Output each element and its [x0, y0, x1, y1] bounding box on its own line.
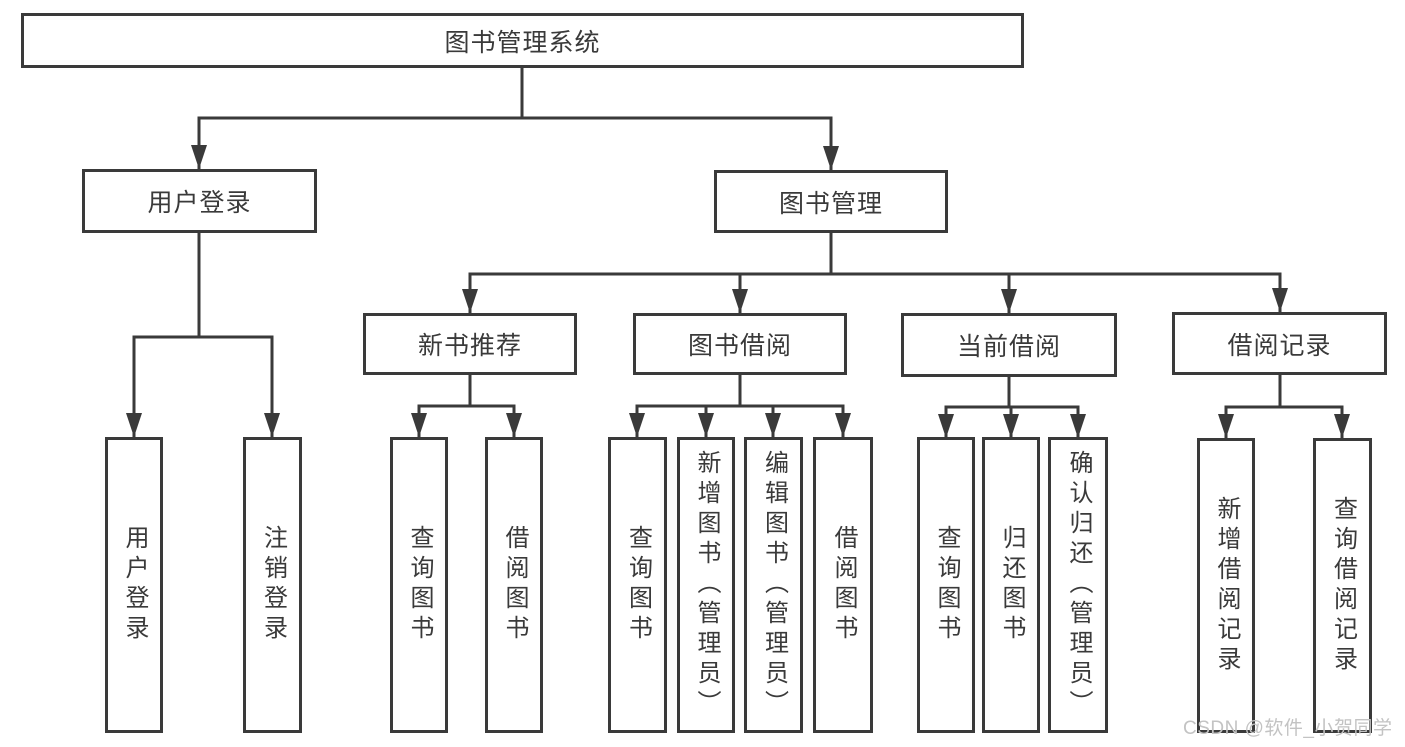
arrow-down-icon [835, 413, 851, 437]
arrow-down-icon [1001, 289, 1017, 313]
leaf-current-query-books: 查询图书 [917, 437, 975, 733]
arrow-down-icon [506, 413, 522, 437]
node-root-library-system: 图书管理系统 [21, 13, 1024, 68]
arrow-down-icon [1218, 414, 1234, 438]
connector-book-mgmt-span [468, 272, 1282, 313]
arrow-down-icon [938, 414, 954, 438]
arrow-down-icon [1003, 414, 1019, 438]
arrow-down-icon [1272, 288, 1288, 312]
connector-root-span [197, 116, 833, 170]
arrow-down-icon [1070, 414, 1086, 438]
node-borrow-record: 借阅记录 [1172, 312, 1387, 375]
node-current-borrow: 当前借阅 [901, 313, 1117, 377]
leaf-borrow-query-books: 查询图书 [608, 437, 667, 733]
leaf-record-add-borrow-record: 新增借阅记录 [1197, 438, 1255, 733]
arrow-down-icon [823, 146, 839, 170]
connector-record-span [1224, 405, 1344, 438]
leaf-current-return-books: 归还图书 [982, 437, 1040, 733]
leaf-borrow-borrow-books: 借阅图书 [813, 437, 873, 733]
node-book-management: 图书管理 [714, 170, 948, 233]
csdn-watermark: CSDN @软件_小贺同学 [1183, 718, 1393, 739]
arrow-down-icon [411, 413, 427, 437]
leaf-newbook-borrow-books: 借阅图书 [485, 437, 543, 733]
arrow-down-icon [1334, 414, 1350, 438]
node-book-borrow: 图书借阅 [633, 313, 847, 375]
leaf-borrow-edit-books-admin: 编辑图书（管理员） [744, 437, 803, 733]
arrow-down-icon [191, 145, 207, 169]
arrow-down-icon [629, 413, 645, 437]
arrow-down-icon [462, 289, 478, 313]
connector-new-book-span [417, 404, 516, 437]
arrow-down-icon [264, 413, 280, 437]
leaf-current-confirm-return-admin: 确认归还（管理员） [1048, 437, 1108, 733]
arrow-down-icon [732, 289, 748, 313]
leaf-borrow-add-books-admin: 新增图书（管理员） [677, 437, 735, 733]
leaf-newbook-query-books: 查询图书 [390, 437, 448, 733]
leaf-user-login: 用户登录 [105, 437, 163, 733]
connector-current-span [944, 405, 1080, 438]
leaf-logout: 注销登录 [243, 437, 302, 733]
connector-user-login-span [132, 335, 274, 437]
leaf-record-query-borrow-record: 查询借阅记录 [1313, 438, 1372, 733]
connector-borrow-span [635, 404, 845, 437]
node-new-book-recommend: 新书推荐 [363, 313, 577, 375]
arrow-down-icon [765, 413, 781, 437]
node-user-login: 用户登录 [82, 169, 317, 233]
arrow-down-icon [698, 413, 714, 437]
arrow-down-icon [126, 413, 142, 437]
